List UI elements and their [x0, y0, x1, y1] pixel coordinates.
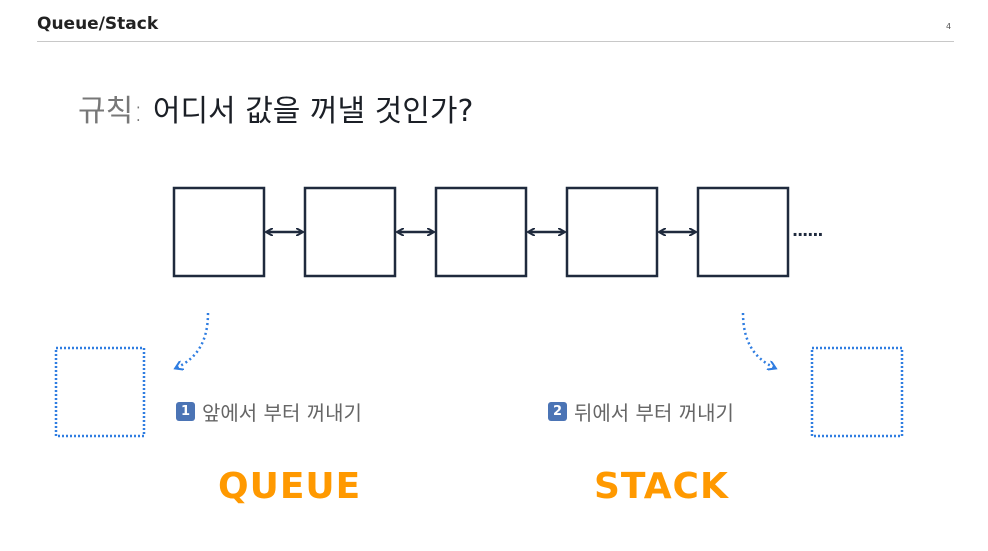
node-5	[696, 186, 790, 278]
caption-stack: 2 뒤에서 부터 꺼내기	[548, 397, 734, 426]
stack-extracted-box	[810, 346, 904, 438]
node-4	[565, 186, 659, 278]
queue-dequeue-arrow	[176, 312, 210, 368]
caption-queue: 1 앞에서 부터 꺼내기	[176, 397, 362, 426]
queue-extracted-box	[54, 346, 146, 438]
queue-label: QUEUE	[218, 466, 362, 507]
header-title: Queue/Stack	[37, 14, 159, 34]
header-divider	[37, 41, 954, 42]
node-1	[172, 186, 266, 278]
node-3	[434, 186, 528, 278]
slide-title-question: 어디서 값을 꺼낼 것인가?	[152, 94, 474, 129]
stack-pop-arrow	[741, 312, 775, 368]
slide-title: 규칙: 어디서 값을 꺼낼 것인가?	[78, 86, 473, 130]
number-one-badge: 1	[176, 402, 195, 421]
stack-label: STACK	[594, 466, 729, 507]
page-number: 4	[946, 22, 952, 31]
number-two-badge: 2	[548, 402, 567, 421]
caption-stack-text: 뒤에서 부터 꺼내기	[574, 401, 734, 425]
continuation-dots: ......	[792, 221, 822, 240]
slide-title-prefix: 규칙:	[78, 94, 144, 129]
node-2	[303, 186, 397, 278]
caption-queue-text: 앞에서 부터 꺼내기	[202, 401, 362, 425]
